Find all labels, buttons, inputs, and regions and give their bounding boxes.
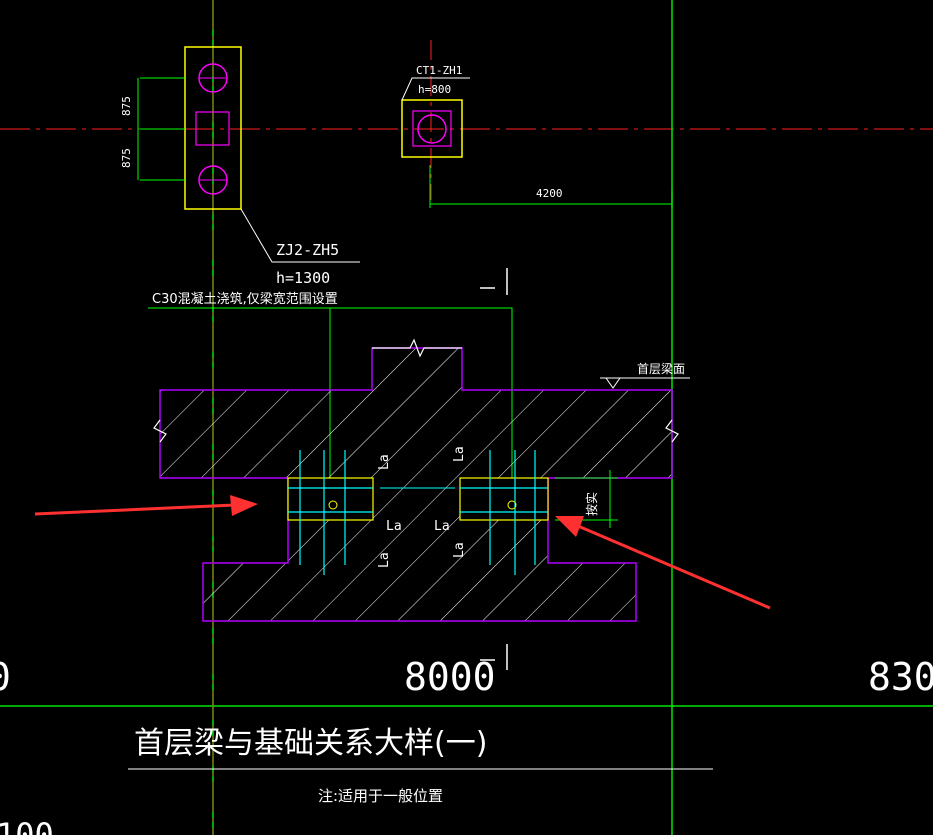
drawing-note: 注:适用于一般位置 [318,787,443,805]
axis-label-right: 8300 [868,655,933,699]
dim-4200: 4200 [536,187,563,200]
elevation-triangle-icon [605,377,621,389]
pile-cap-left-label: ZJ2-ZH5 [276,241,339,259]
note-concrete: C30混凝土浇筑,仅梁宽范围设置 [152,291,338,307]
la-label-1: La [377,454,392,470]
la-label-4: La [434,519,450,534]
la-label-3: La [386,519,402,534]
pile-cap-left [137,46,360,263]
la-label-6: La [452,542,467,558]
la-label-2: La [452,446,467,462]
axis-label-left: 0 [0,655,11,699]
pile-cap-left-height: h=1300 [276,269,330,287]
drawing-title: 首层梁与基础关系大样(一) [134,726,487,761]
section-mark [480,268,508,670]
axis-label-center: 8000 [404,655,496,699]
dim-875-bottom: 875 [120,148,133,168]
pile-cap-right [401,77,673,208]
la-label-5: La [377,552,392,568]
red-arrow-icon [34,495,258,516]
beam-top-label: 首层梁面 [637,361,685,376]
red-arrow-icon [555,516,771,610]
dim-875-top: 875 [120,96,133,116]
beam-foundation-section [153,338,690,622]
pile-cap-right-label: CT1-ZH1 [416,64,462,77]
side-dim-label: 按实 [584,492,599,516]
pile-cap-right-height: h=800 [418,83,451,96]
axis-label-bottom: 100 [0,816,54,835]
